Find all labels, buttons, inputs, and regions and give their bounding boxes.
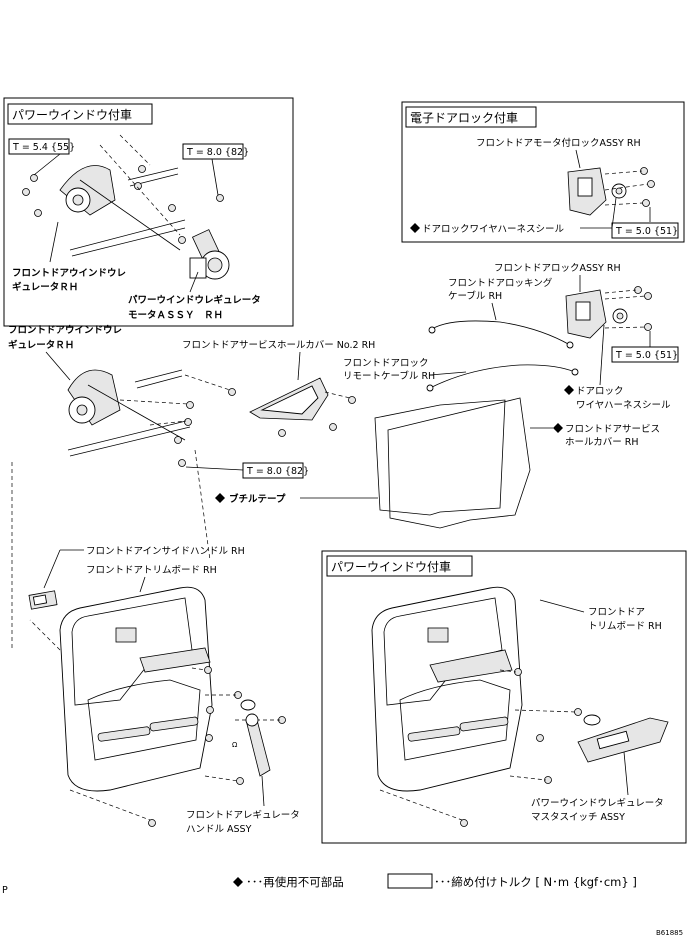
group-header-box-lock [405, 106, 537, 128]
label-motor-1: パワーウインドウレギュレータ [128, 294, 261, 306]
legend-torque: ･･･締め付けトルク [ N･m {kgf･cm} ] [434, 875, 637, 889]
label-service-cover-1: フロントドアサービス [565, 424, 660, 435]
label-locking-cable-1: フロントドアロッキング [448, 277, 553, 289]
label-motor-2: モータＡＳＳＹ ＲＨ [128, 309, 223, 321]
legend-torque-box [387, 873, 433, 889]
label-regulator-mid-1: フロントドアウインドウレ [8, 325, 122, 336]
trim-bolts [148, 666, 286, 827]
label-master-switch-2: マスタスイッチ ASSY [531, 812, 625, 823]
label-trim-board: フロントドアトリムボード RH [86, 565, 217, 576]
torque-box-t4: T = 5.0 {51} [611, 346, 679, 363]
label-trim-board-pw-1: フロントドア [588, 607, 645, 618]
group-header-box [7, 103, 153, 125]
svg-text:T = 5.4 {55}: T = 5.4 {55} [12, 142, 75, 153]
torque-box-t5: T = 8.0 {82} [242, 462, 309, 479]
clip-mark: Ω [232, 741, 238, 749]
legend-non-reusable: ･･･再使用不可部品 [246, 875, 344, 889]
page-letter: P [2, 885, 8, 896]
service-hole-cover-part [374, 397, 531, 529]
label-inside-handle: フロントドアインサイドハンドル RH [86, 546, 245, 557]
window-regulator-top-part [59, 165, 186, 257]
label-regulator-top-1: フロントドアウインドウレ [12, 268, 126, 279]
diamond-icon [410, 223, 420, 233]
group-title-door-lock: 電子ドアロック付車 [410, 111, 518, 125]
trim-board-pw-part [371, 586, 523, 792]
bolts-top-group [22, 165, 224, 244]
label-harness-seal-top: ドアロックワイヤハーネスシール [422, 224, 565, 235]
label-harness-seal-1: ドアロック [576, 386, 624, 397]
diamond-icon [553, 423, 563, 433]
label-service-cover-no2: フロントドアサービスホールカバー No.2 RH [182, 340, 375, 351]
trim-board-part [59, 586, 213, 792]
label-regulator-top-2: ギュレータＲＨ [12, 281, 78, 293]
svg-text:T = 5.0 {51}: T = 5.0 {51} [615, 226, 678, 237]
label-butyl-tape: ブチルテープ [229, 493, 286, 505]
diamond-icon [233, 877, 243, 887]
lock-assy-part [565, 286, 652, 339]
locking-cable-part [428, 320, 574, 349]
torque-box-t3: T = 5.0 {51} [611, 222, 679, 239]
window-regulator-mid-part [67, 369, 191, 457]
non-reusable-marker-harness-seal-top [410, 223, 420, 233]
svg-text:T = 5.0 {51}: T = 5.0 {51} [615, 350, 678, 361]
label-reg-handle-2: ハンドル ASSY [186, 824, 252, 835]
label-service-cover-2: ホールカバー RH [565, 437, 638, 448]
label-locking-cable-2: ケーブル RH [448, 290, 502, 302]
service-cover-no2-part [249, 377, 356, 437]
label-lock-assy: フロントドアロックASSY RH [494, 263, 621, 274]
label-trim-board-pw-2: トリムボード RH [588, 621, 662, 632]
label-remote-cable-1: フロントドアロック [343, 358, 429, 369]
non-reusable-marker-service-cover [553, 423, 563, 433]
diamond-icon [564, 385, 574, 395]
group-box-power-window-top [3, 97, 294, 327]
inside-handle-part [28, 590, 58, 610]
label-master-switch-1: パワーウインドウレギュレータ [531, 798, 664, 809]
non-reusable-marker-butyl-tape [215, 493, 225, 503]
svg-text:T = 8.0 {82}: T = 8.0 {82} [186, 147, 249, 158]
regulator-handle-part [240, 699, 271, 777]
label-regulator-mid-2: ギュレータＲＨ [8, 339, 74, 351]
remote-cable-part [426, 364, 579, 392]
label-lock-motor: フロントドアモータ付ロックASSY RH [476, 138, 641, 149]
label-harness-seal-2: ワイヤハーネスシール [576, 400, 671, 411]
torque-box-t2: T = 8.0 {82} [182, 143, 249, 160]
diamond-icon [215, 493, 225, 503]
group-title-power-window-bottom: パワーウインドウ付車 [331, 560, 451, 574]
lock-motor-part [567, 167, 655, 216]
torque-box-t1: T = 5.4 {55} [8, 138, 75, 155]
legend: ･･･再使用不可部品 ･･･締め付けトルク [ N･m {kgf･cm} ] [233, 873, 637, 889]
guide-line-mid [194, 449, 211, 561]
window-motor-part [189, 229, 230, 280]
group-header-box-bottom [326, 555, 473, 577]
master-switch-part [577, 714, 669, 763]
svg-text:T = 8.0 {82}: T = 8.0 {82} [246, 466, 309, 477]
figure-code: B61885 [656, 929, 683, 937]
trim-pw-bolts [460, 668, 582, 827]
bolts-mid-group [174, 388, 236, 467]
label-reg-handle-1: フロントドアレギュレータ [186, 810, 300, 821]
group-title-power-window-top: パワーウインドウ付車 [12, 108, 132, 122]
non-reusable-marker-harness-seal [564, 385, 574, 395]
label-remote-cable-2: リモートケーブル RH [343, 370, 435, 382]
